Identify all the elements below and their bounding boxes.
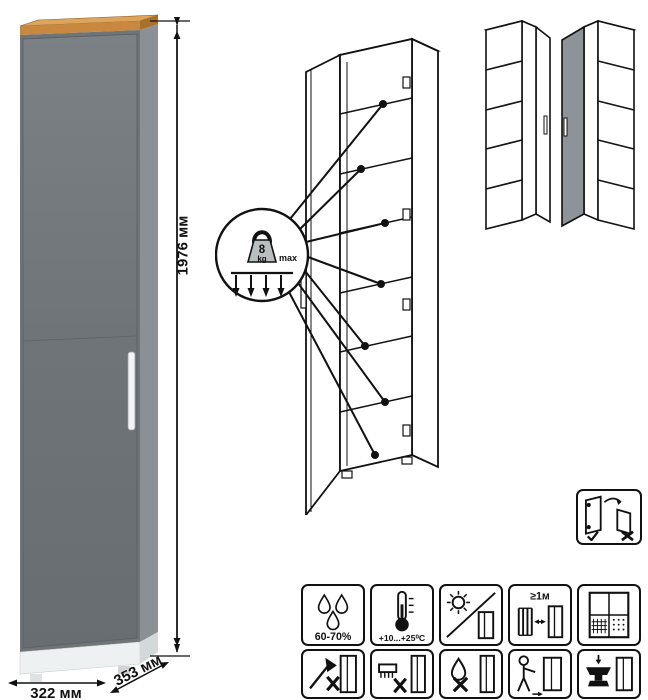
down-arrow [595, 659, 602, 665]
check-mark [586, 531, 599, 541]
cabinet-side-panel [140, 24, 158, 642]
pointer-lines [288, 103, 386, 456]
ventilation-condition [577, 584, 641, 646]
temperature-condition: +10...+25⁰C [370, 584, 434, 646]
sun-rays [446, 590, 471, 615]
axe-handle [309, 663, 331, 690]
anvil-icon [586, 654, 633, 692]
door-seam [22, 335, 138, 342]
height-dimension-label: 1976 мм [174, 215, 192, 276]
water-drop [450, 656, 467, 681]
carcass-front [339, 37, 413, 473]
plinth-side [140, 632, 158, 664]
person-figure [517, 655, 536, 692]
heat-distance-label: ≥1м [530, 591, 550, 603]
foot-left [30, 674, 42, 682]
weight-handle [252, 230, 272, 244]
door-mounting-warning [576, 489, 642, 545]
weight-body [246, 239, 278, 263]
thumbnail-door-right [483, 19, 551, 231]
pointer-dots [357, 100, 389, 459]
brush-bristles [380, 672, 394, 678]
cross-mark [621, 530, 634, 541]
carry-icon [517, 655, 562, 696]
humidity-icon: 60-70% [315, 593, 352, 643]
humidity-condition: 60-70% [301, 584, 365, 646]
load-arrows [235, 275, 282, 289]
cross-mark [452, 676, 469, 693]
foot-drawing-left [341, 470, 353, 479]
wood-trim-front [20, 21, 140, 35]
cabinet-render [8, 14, 190, 693]
heat-distance-icon: ≥1м [517, 591, 564, 639]
weight-value: 8 [259, 244, 266, 256]
mesh-dots [612, 618, 625, 631]
brush-body [378, 663, 398, 674]
no-impact-warning [301, 649, 365, 699]
door-handle [127, 351, 136, 431]
motion-arrow [538, 691, 543, 696]
foot-right [118, 666, 130, 674]
foot-drawing-right [401, 456, 413, 465]
carry-do-not-drag-warning [508, 649, 572, 699]
no-heavy-load-warning [577, 649, 641, 699]
width-dimension-label: 322 мм [30, 685, 82, 700]
no-abrasive-warning [370, 649, 434, 699]
cabinet-door [22, 33, 138, 649]
radiator-glyph [517, 607, 533, 636]
no-impact-icon [309, 654, 357, 694]
no-wet-cleaning-warning [439, 649, 503, 699]
hinges [402, 76, 411, 437]
axe-head [325, 657, 337, 673]
no-wet-cleaning-icon [450, 654, 495, 694]
dim-line-depth [115, 664, 164, 691]
ventilation-grid-icon [588, 591, 630, 639]
weight-unit: kg [257, 255, 266, 264]
sun-shade-icon [446, 590, 496, 640]
cross-mark [393, 677, 408, 694]
lattice-hatch [591, 618, 608, 634]
weight-max-label: max [279, 253, 297, 263]
grey-door [561, 25, 585, 228]
door-mounting-icon [585, 495, 634, 541]
cross-mark [326, 675, 340, 692]
carcass-side [411, 37, 439, 469]
anvil-shape [586, 667, 611, 687]
humidity-label: 60-70% [315, 631, 352, 643]
max-load-callout: 8 kg max [215, 207, 310, 303]
thermometer-icon: +10...+25⁰C [379, 590, 426, 643]
wood-trim-side [140, 15, 158, 30]
thumbnail-door-left [561, 19, 637, 231]
sunlight-condition [439, 584, 503, 646]
shelf-load-diagram: 8 kg max [215, 37, 441, 515]
door-reversibility-thumbnails [483, 19, 637, 231]
temperature-label: +10...+25⁰C [379, 633, 426, 643]
heat-distance-condition: ≥1м [508, 584, 572, 646]
no-abrasive-icon [378, 654, 426, 694]
